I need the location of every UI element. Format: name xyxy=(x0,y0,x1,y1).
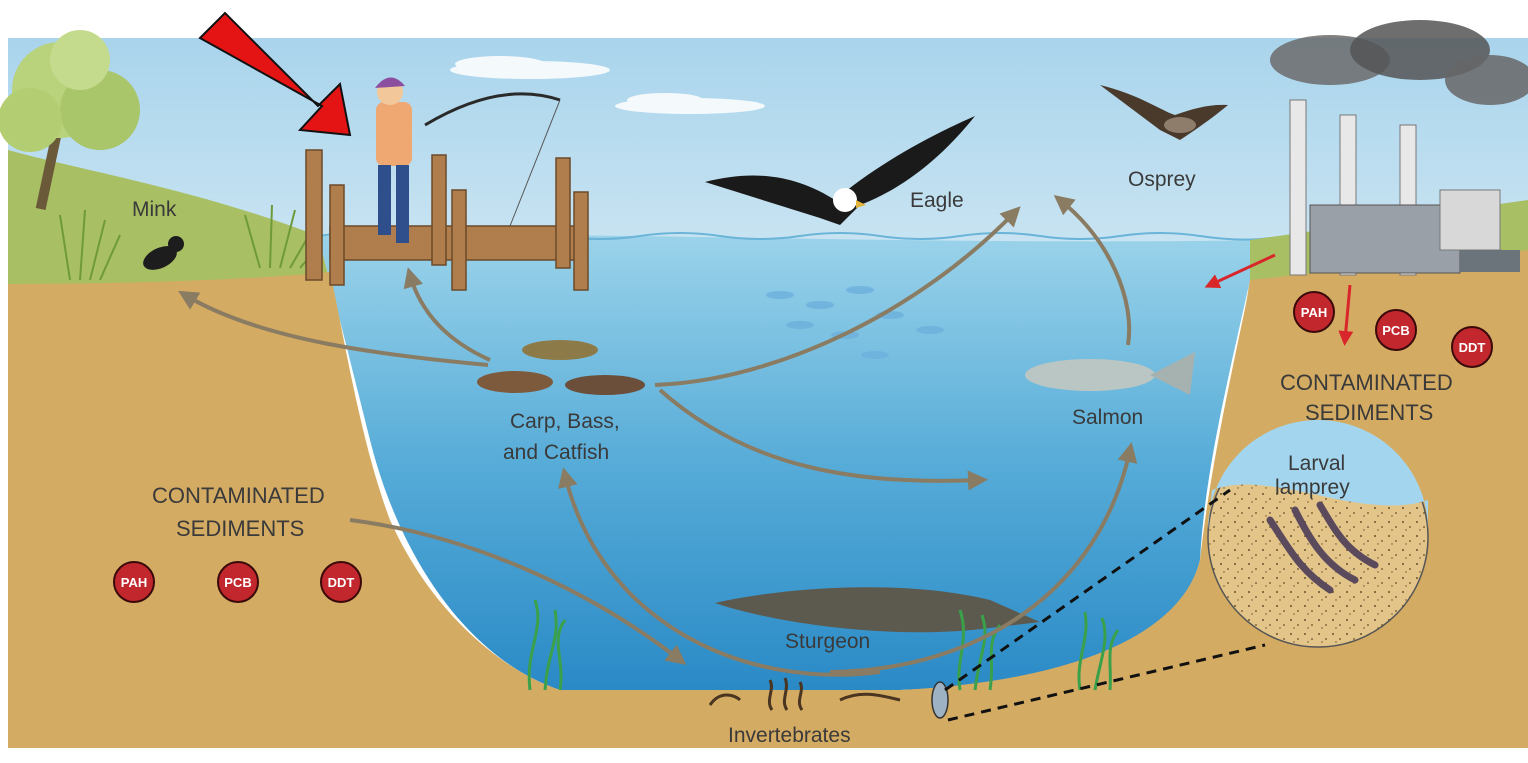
eagle-label: Eagle xyxy=(910,189,964,212)
badge-ddt-left-text: DDT xyxy=(328,575,355,590)
fish-label-line2: and Catfish xyxy=(503,441,609,464)
fish-label-line1: Carp, Bass, xyxy=(510,410,620,433)
badge-ddt-right-text: DDT xyxy=(1459,340,1486,355)
invertebrates-label: Invertebrates xyxy=(728,724,851,747)
badge-pah-right: PAH xyxy=(1294,292,1334,332)
mink-label: Mink xyxy=(132,198,177,221)
sediments-left-line2: SEDIMENTS xyxy=(176,516,304,541)
badge-pcb-right: PCB xyxy=(1376,310,1416,350)
bottom-margin xyxy=(8,748,1528,763)
badge-ddt-right: DDT xyxy=(1452,327,1492,367)
sediments-right-line2: SEDIMENTS xyxy=(1305,400,1433,425)
sediments-left-line1: CONTAMINATED xyxy=(152,483,325,508)
badge-pah-left: PAH xyxy=(114,562,154,602)
osprey-label: Osprey xyxy=(1128,168,1196,191)
sediments-right-line1: CONTAMINATED xyxy=(1280,370,1453,395)
larval-label-line1: Larval xyxy=(1288,452,1345,475)
badge-pah-left-text: PAH xyxy=(121,575,147,590)
salmon-label: Salmon xyxy=(1072,406,1143,429)
badge-pcb-right-text: PCB xyxy=(1382,323,1409,338)
badge-pcb-left: PCB xyxy=(218,562,258,602)
sturgeon-label: Sturgeon xyxy=(785,630,870,653)
larval-label-line2: lamprey xyxy=(1275,476,1350,499)
badge-pah-right-text: PAH xyxy=(1301,305,1327,320)
badge-pcb-left-text: PCB xyxy=(224,575,251,590)
badge-ddt-left: DDT xyxy=(321,562,361,602)
